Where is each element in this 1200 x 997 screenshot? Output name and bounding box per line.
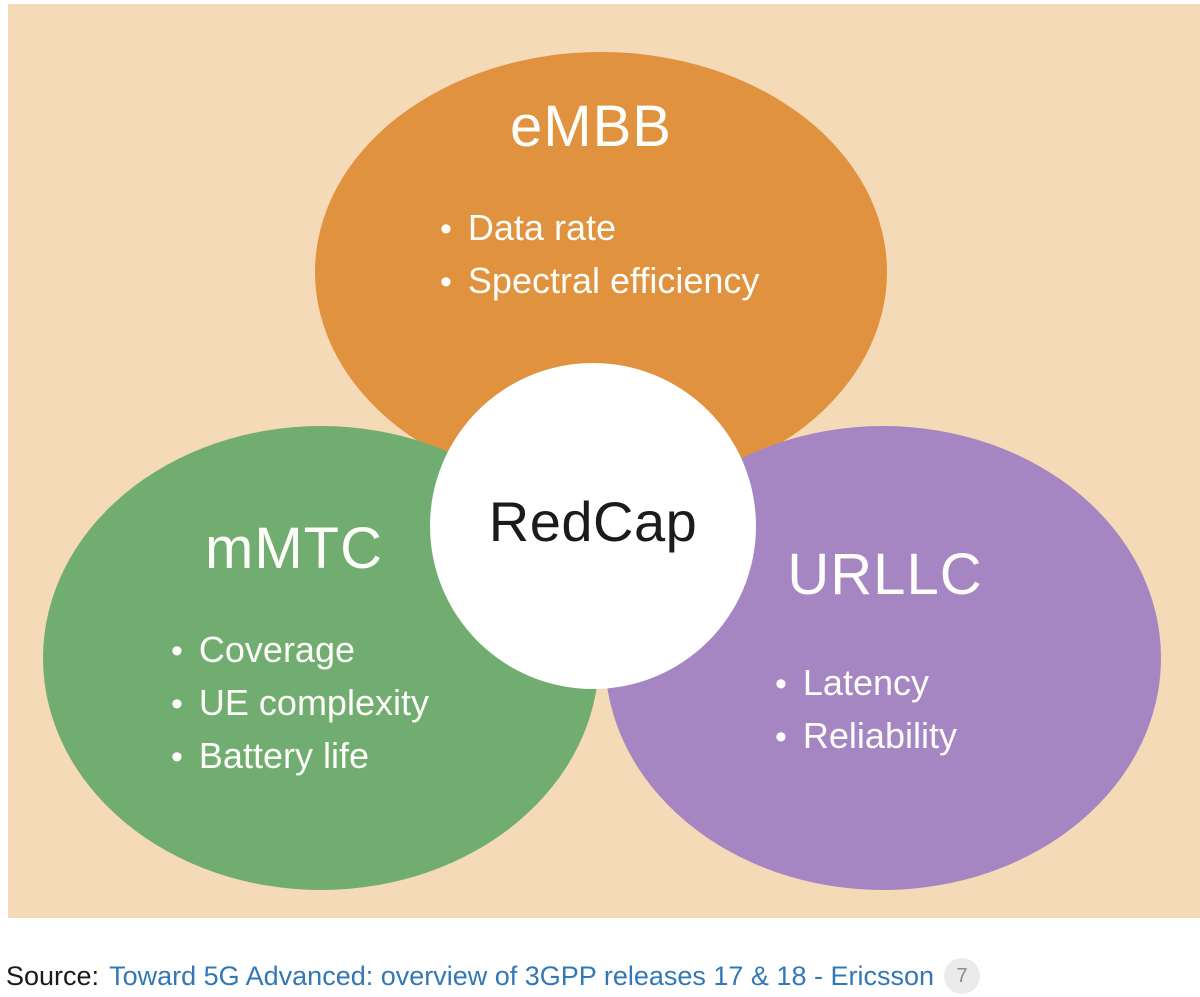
mmtc-title: mMTC xyxy=(205,516,383,581)
citation-badge[interactable]: 7 xyxy=(944,958,980,994)
bullet-item: Spectral efficiency xyxy=(440,255,759,308)
redcap-label: RedCap xyxy=(488,489,698,553)
embb-bullet-list: Data rateSpectral efficiency xyxy=(440,202,759,308)
bullet-item: Battery life xyxy=(171,730,429,783)
bullet-item: Coverage xyxy=(171,624,429,677)
urllc-bullet-list: LatencyReliability xyxy=(775,657,957,763)
source-label: Source: xyxy=(6,961,100,991)
source-link[interactable]: Toward 5G Advanced: overview of 3GPP rel… xyxy=(109,961,934,991)
urllc-title: URLLC xyxy=(787,542,983,607)
mmtc-bullet-list: CoverageUE complexityBattery life xyxy=(171,624,429,783)
embb-title: eMBB xyxy=(510,94,672,159)
bullet-item: UE complexity xyxy=(171,677,429,730)
bullet-item: Data rate xyxy=(440,202,759,255)
source-row: Source: Toward 5G Advanced: overview of … xyxy=(6,956,980,996)
bullet-item: Latency xyxy=(775,657,957,710)
bullet-item: Reliability xyxy=(775,710,957,763)
venn-diagram: eMBB Data rateSpectral efficiency mMTC C… xyxy=(8,4,1200,918)
redcap-circle: RedCap xyxy=(430,363,756,689)
